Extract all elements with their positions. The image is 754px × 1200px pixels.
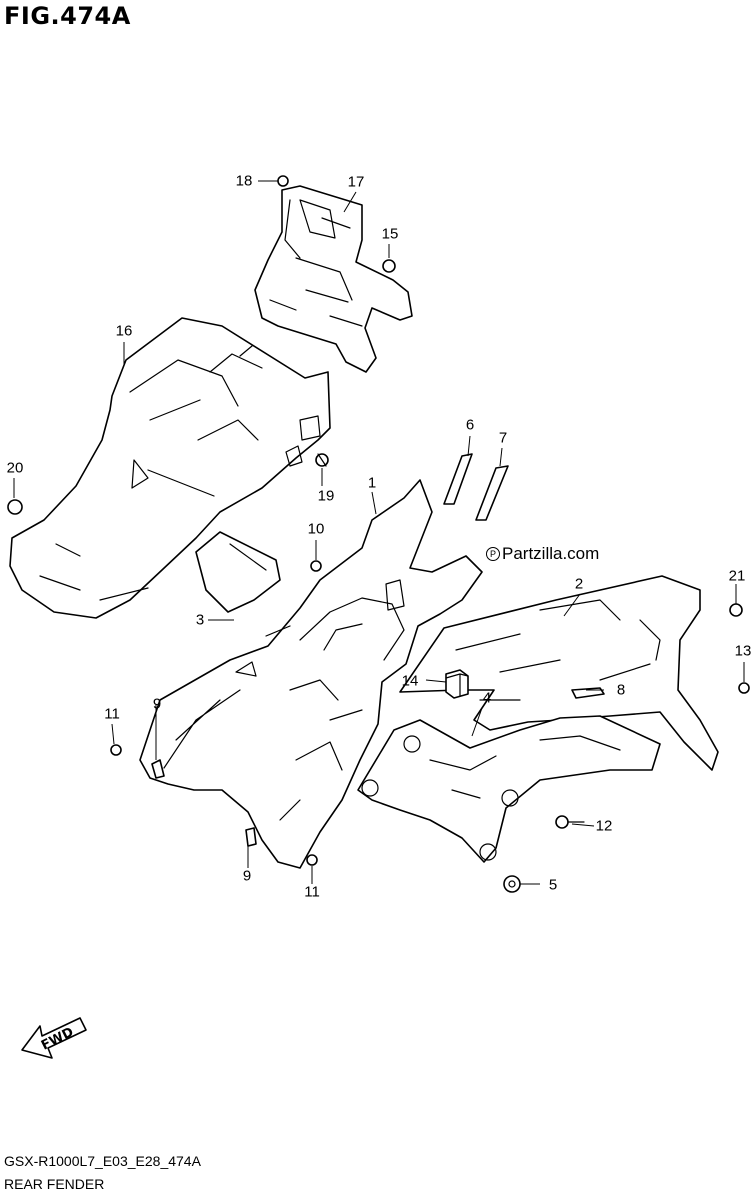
callout-9-lower: 9 — [242, 867, 252, 885]
part-21-screw — [729, 603, 743, 617]
callout-6: 6 — [465, 416, 475, 434]
callout-19: 19 — [317, 487, 335, 505]
callout-16: 16 — [115, 322, 133, 340]
part-5-nut — [503, 875, 521, 893]
callout-3: 3 — [195, 611, 205, 629]
watermark-circle-icon: P — [486, 547, 500, 561]
part-7-strip — [475, 465, 509, 521]
callout-7: 7 — [498, 429, 508, 447]
callout-4: 4 — [482, 689, 492, 707]
callout-9-upper: 9 — [152, 695, 162, 713]
part-17-bracket — [254, 185, 413, 373]
part-18-screw — [277, 175, 289, 187]
callout-21: 21 — [728, 567, 746, 585]
callout-11-lower: 11 — [304, 883, 320, 901]
part-11-screw-upper — [110, 744, 122, 756]
callout-5: 5 — [548, 876, 558, 894]
fwd-arrow-icon: FWD — [21, 1017, 87, 1059]
part-2-tail-extension — [399, 575, 719, 771]
part-11-screw-lower — [306, 854, 318, 866]
callout-1: 1 — [367, 474, 377, 492]
callout-12: 12 — [595, 817, 613, 835]
figure-name: REAR FENDER — [4, 1176, 105, 1192]
callout-17: 17 — [347, 173, 365, 191]
callout-20: 20 — [6, 459, 24, 477]
part-9-clip-lower — [245, 827, 257, 847]
callout-18: 18 — [235, 172, 253, 190]
part-1-rear-fender — [139, 479, 483, 869]
leader-lines — [13, 180, 745, 885]
part-20-nut — [7, 499, 23, 515]
part-13-nut — [738, 682, 750, 694]
part-6-strip — [443, 453, 473, 505]
callout-15: 15 — [381, 225, 399, 243]
callout-14: 14 — [401, 672, 419, 690]
callout-2: 2 — [574, 575, 584, 593]
part-19-screw — [315, 453, 329, 467]
callout-10: 10 — [307, 520, 325, 538]
part-14-cube — [445, 669, 469, 699]
figure-title: FIG.474A — [4, 2, 131, 30]
part-4-support-bracket — [357, 715, 661, 863]
part-9-clip-upper — [151, 759, 165, 779]
part-12-bolt — [555, 815, 585, 829]
watermark-text: Partzilla.com — [502, 544, 600, 563]
figure-code: GSX-R1000L7_E03_E28_474A — [4, 1153, 201, 1169]
callout-13: 13 — [734, 642, 752, 660]
callout-8: 8 — [616, 681, 626, 699]
part-16-inner-fender — [9, 317, 331, 619]
part-3-panel — [195, 531, 281, 613]
callout-11-upper: 11 — [104, 705, 120, 723]
part-15-grommet — [382, 259, 396, 273]
part-10-screw — [310, 560, 322, 572]
